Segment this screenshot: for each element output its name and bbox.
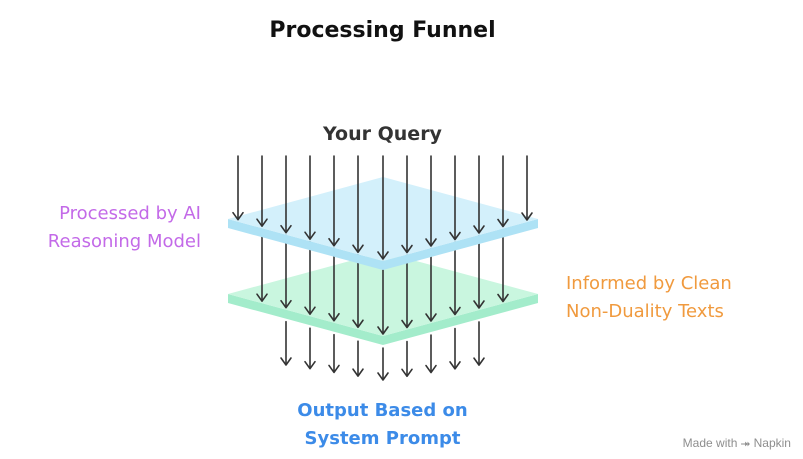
output-label: Output Based on System Prompt <box>250 397 515 453</box>
top-arrow-3-head <box>304 231 316 241</box>
ai-label-line2: Reasoning Model <box>47 231 201 252</box>
mid-arrow-4-head <box>352 319 364 329</box>
top-arrow-11-head <box>497 218 509 228</box>
bottom-arrow-0-head <box>280 357 292 366</box>
mid-arrow-2-head <box>304 306 316 316</box>
bottom-arrow-3-head <box>352 368 364 377</box>
output-label-line1: Output Based on <box>297 400 468 421</box>
ai-label-line1: Processed by AI <box>59 203 201 224</box>
bottom-arrow-7-head <box>449 361 461 370</box>
bottom-arrows <box>280 320 485 381</box>
top-arrows <box>232 155 533 260</box>
mid-arrow-8-head <box>449 306 461 316</box>
bottom-arrow-2-head <box>328 364 340 374</box>
blue-layer-edge <box>228 219 538 270</box>
top-arrow-8-head <box>425 238 437 247</box>
clean-label-line1: Informed by Clean <box>566 273 732 294</box>
clean-label-line2: Non-Duality Texts <box>566 301 724 322</box>
top-arrow-12-head <box>521 212 533 221</box>
green-layer-edge <box>228 294 538 345</box>
mid-arrow-10-head <box>497 293 509 303</box>
bottom-arrow-6-head <box>425 364 437 374</box>
clean-label: Informed by Clean Non-Duality Texts <box>566 270 732 326</box>
mid-arrow-5-head <box>377 326 389 335</box>
mid-arrow-6-head <box>401 319 413 329</box>
top-arrow-10-head <box>473 225 485 234</box>
mid-arrow-9-head <box>473 300 485 309</box>
top-arrow-5-head <box>352 244 364 254</box>
top-arrow-2-head <box>280 224 292 234</box>
top-arrow-9-head <box>449 231 461 241</box>
bottom-arrow-5-head <box>401 368 413 378</box>
top-arrow-7-head <box>401 244 413 254</box>
top-arrow-0-head <box>232 211 244 221</box>
output-label-line2: System Prompt <box>304 428 461 449</box>
ai-label: Processed by AI Reasoning Model <box>48 200 201 256</box>
top-arrow-1-head <box>256 218 268 228</box>
bottom-arrow-4-head <box>377 372 389 381</box>
napkin-watermark: Made with ⯮ Napkin <box>682 436 791 450</box>
mid-arrow-1-head <box>280 299 292 309</box>
top-arrow-4-head <box>328 237 340 247</box>
mid-arrow-0-head <box>256 293 268 303</box>
diagram-title: Processing Funnel <box>269 18 496 43</box>
top-arrow-6-head <box>377 251 389 260</box>
bottom-arrow-1-head <box>304 360 316 370</box>
bottom-arrow-8-head <box>473 357 485 366</box>
mid-arrow-3-head <box>328 312 340 322</box>
mid-arrow-7-head <box>425 313 437 322</box>
input-label: Your Query <box>323 123 442 145</box>
